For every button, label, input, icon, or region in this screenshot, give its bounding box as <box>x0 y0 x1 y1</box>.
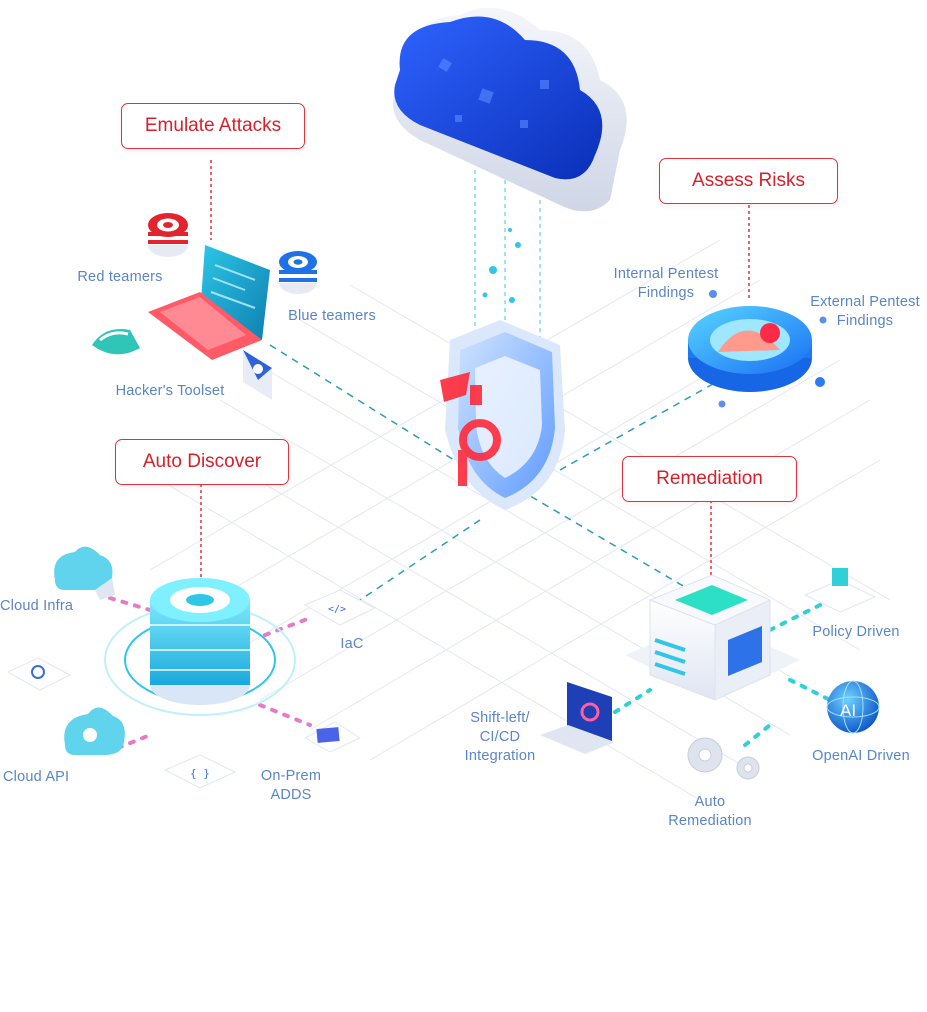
label-internal-pentest-line1: Internal Pentest <box>613 266 719 282</box>
assess-risks-callout: Assess Risks <box>659 158 838 204</box>
label-hackers-toolset: Hacker's Toolset <box>115 383 225 399</box>
label-cloud-api: Cloud API <box>3 769 70 785</box>
label-shift-left-line3: Integration <box>464 748 536 764</box>
label-auto-remediation: Auto Remediation <box>650 793 770 831</box>
svg-text:AI: AI <box>840 701 856 720</box>
policy-icon <box>803 568 877 613</box>
label-external-pentest-line1: External Pentest <box>810 294 920 310</box>
emulate-attacks-callout: Emulate Attacks <box>121 103 305 149</box>
label-policy-driven: Policy Driven <box>812 624 900 640</box>
hacker-toolset-icon <box>92 329 272 400</box>
laptop-icon <box>148 245 270 360</box>
remediation-callout: Remediation <box>622 456 797 502</box>
label-blue-teamers: Blue teamers <box>288 308 376 324</box>
svg-text:</>: </> <box>328 604 346 615</box>
risk-ring-icon <box>688 290 827 408</box>
server-icon <box>625 574 800 701</box>
auto-discover-callout: Auto Discover <box>115 439 289 485</box>
blue-target-icon <box>279 251 317 294</box>
label-shift-left-line2: CI/CD <box>479 729 521 745</box>
cloud-infra-icon <box>54 546 115 600</box>
label-auto-remediation-line2: Remediation <box>668 813 752 829</box>
label-cloud-infra: Cloud Infra <box>0 598 74 614</box>
on-prem-icon: { } <box>163 721 362 789</box>
gear-chip-icon <box>6 657 72 691</box>
floor-grid <box>149 239 891 801</box>
red-target-icon <box>148 213 188 257</box>
connector-lines <box>200 160 750 601</box>
cloud-api-icon <box>64 707 125 755</box>
label-internal-pentest-line2: Findings <box>637 285 695 301</box>
label-iac: IaC <box>340 636 364 652</box>
cloud-icon <box>392 7 627 385</box>
label-on-prem-adds: On-Prem ADDS <box>246 767 336 805</box>
label-external-pentest-line2: Findings <box>836 313 894 329</box>
svg-text:{ }: { } <box>190 767 210 780</box>
label-internal-pentest: Internal Pentest Findings <box>596 265 736 303</box>
label-auto-remediation-line1: Auto <box>694 794 726 810</box>
pink-connectors <box>108 596 312 750</box>
openai-globe-icon: AI <box>826 680 880 734</box>
label-external-pentest: External Pentest Findings <box>795 293 927 331</box>
gears-icon <box>687 737 760 780</box>
label-shift-left-line1: Shift-left/ <box>470 710 530 726</box>
label-on-prem-line1: On-Prem <box>260 768 322 784</box>
label-red-teamers: Red teamers <box>77 269 163 285</box>
label-on-prem-line2: ADDS <box>270 787 312 803</box>
iac-code-icon: </> <box>303 589 377 626</box>
shield-icon <box>440 320 565 510</box>
database-stack-icon <box>104 578 296 716</box>
label-shift-left: Shift-left/ CI/CD Integration <box>450 709 550 766</box>
cyan-connectors <box>613 603 832 747</box>
cicd-laptop-icon <box>540 682 615 754</box>
label-openai-driven: OpenAI Driven <box>812 748 910 764</box>
